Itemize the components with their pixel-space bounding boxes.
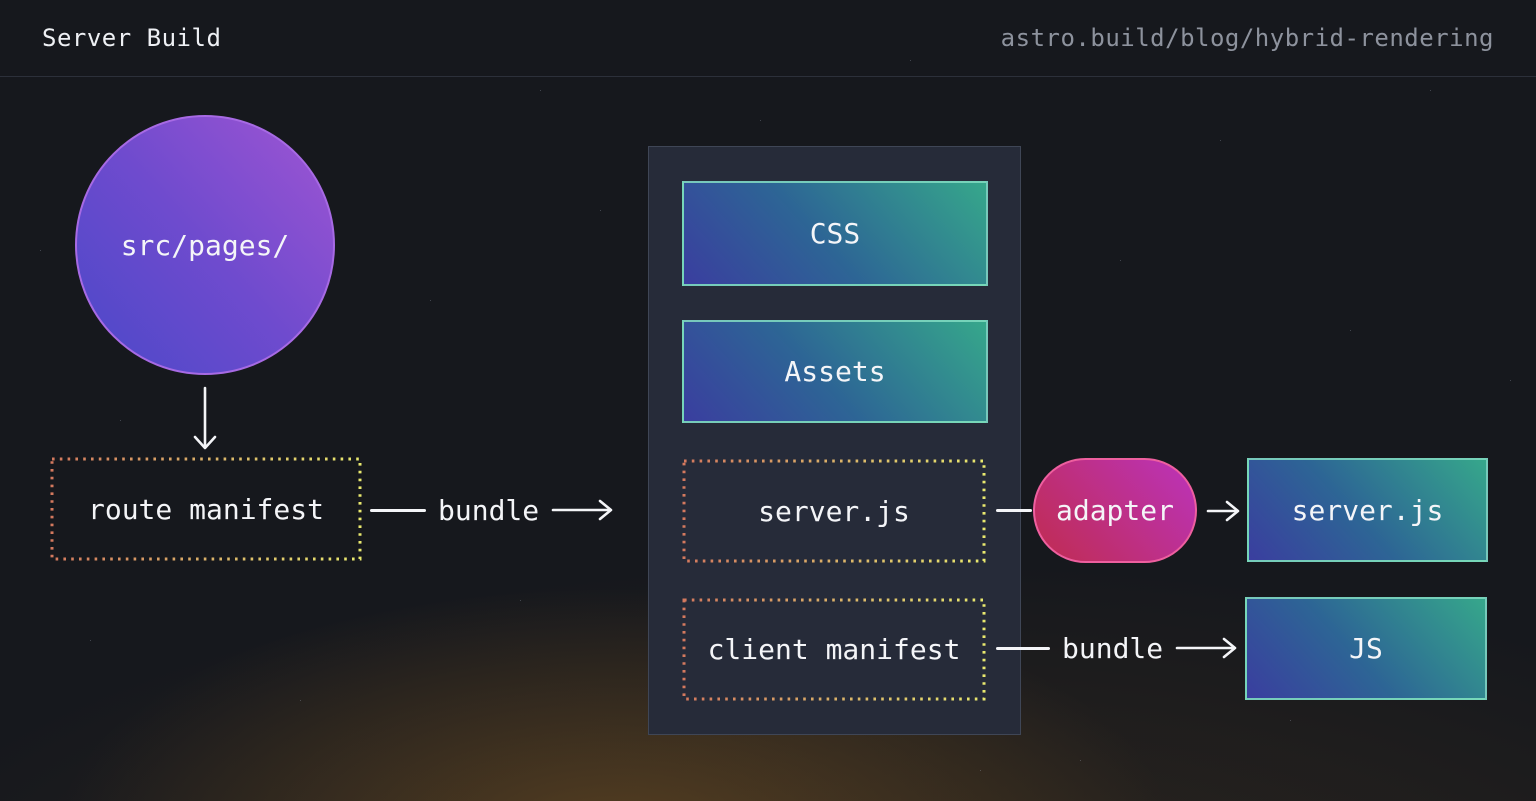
adapter-label: adapter [1055,494,1174,527]
server-js-bundle-label: server.js [758,494,910,528]
node-css: CSS [682,181,988,286]
arrow-right-icon [1206,500,1240,522]
route-manifest-label: route manifest [87,492,324,526]
src-pages-label: src/pages/ [120,228,290,262]
bundle-left-label: bundle [438,493,540,527]
connector-bundle-left: bundle [370,484,615,536]
page-title: Server Build [42,24,222,52]
node-assets: Assets [682,320,988,423]
arrow-right-icon [551,499,613,521]
connector-bundle-right: bundle [996,622,1239,674]
node-server-js-bundle: server.js [682,459,986,563]
header-bar: Server Build astro.build/blog/hybrid-ren… [0,0,1536,77]
line-segment [370,508,426,512]
assets-label: Assets [784,355,886,388]
client-manifest-label: client manifest [707,633,961,666]
bundle-right-label: bundle [1062,631,1164,665]
line-serverjs-to-adapter [996,509,1032,512]
server-js-output-label: server.js [1291,493,1444,527]
css-label: CSS [809,217,861,250]
source-url: astro.build/blog/hybrid-rendering [1000,24,1494,52]
node-js-output: JS [1245,597,1487,700]
arrow-right-icon [1175,637,1237,659]
js-output-label: JS [1349,632,1383,665]
node-route-manifest: route manifest [50,457,362,561]
node-adapter: adapter [1033,458,1197,563]
node-src-pages: src/pages/ [75,115,335,375]
node-server-js-output: server.js [1247,458,1488,562]
line-segment [996,646,1050,650]
build-output-panel: CSS Assets server.js client manifest [648,146,1021,735]
arrow-down-icon [193,386,217,450]
node-client-manifest: client manifest [682,598,986,701]
